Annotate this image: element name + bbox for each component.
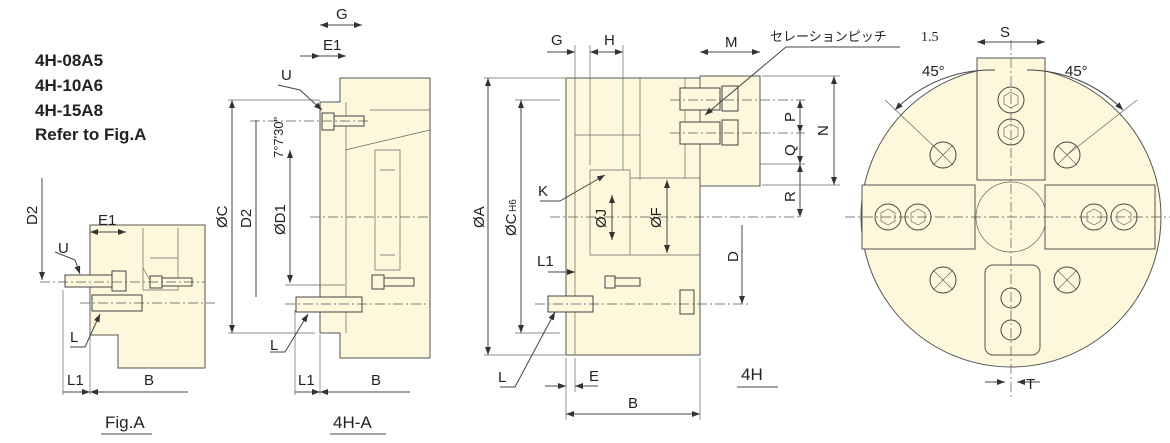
fig-4h-a-e1-label: E1 (323, 37, 341, 54)
fig-4h-bolt-head (679, 289, 695, 315)
fig-4h-g-label: G (551, 32, 563, 49)
fig-a-e1-label: E1 (98, 212, 116, 229)
fig-4h-q-label: Q (782, 144, 799, 156)
serration-pitch-value: 1.5 (921, 30, 939, 45)
fig-4h-n-label: N (815, 125, 832, 136)
jaw-bottom (984, 264, 1041, 356)
model-list: 4H-08A5 4H-10A6 4H-15A8 Refer to Fig.A (35, 51, 146, 144)
fig-4h-h-label: H (604, 32, 615, 49)
fig-4h-k-label: K (538, 183, 548, 200)
fig-4h-small-screw (614, 277, 641, 287)
fig-a-detail (142, 228, 179, 291)
fig-a-caption: Fig.A (105, 413, 145, 432)
fig-a-bolt-u (64, 274, 116, 288)
fig-4h-a-g-label: G (336, 6, 348, 23)
front-view: S 45° 45° T (845, 24, 1170, 400)
fig-4h-a-u-label: U (281, 67, 292, 84)
fig-4h-f-label: ØF (648, 207, 665, 228)
fig-a-l-label: L (70, 329, 78, 346)
refer-note: Refer to Fig.A (35, 125, 146, 144)
fig-a-bolt-head (111, 270, 127, 292)
front-angle-right-label: 45° (1065, 63, 1088, 80)
fig-4h-jaw-bolt-head-2 (721, 119, 739, 146)
fig-4h-b-label: B (628, 395, 638, 412)
model-4h-15a8: 4H-15A8 (35, 101, 103, 120)
fig-a-l1-label: L1 (67, 372, 84, 389)
fig-4h-jaw-bolt-head-1 (721, 85, 739, 112)
fig-4h-a-caption: 4H-A (333, 413, 372, 432)
fig-4h-a-dia-label: ØA (471, 206, 488, 228)
front-t-label: T (1026, 376, 1035, 393)
fig-4h-j-label: ØJ (593, 209, 610, 228)
fig-a-b-label: B (144, 372, 154, 389)
fig-4h-a-d1-label: ØD1 (272, 204, 289, 235)
fig-4h-a-d2-label: D2 (238, 209, 255, 228)
fig-4h-l-label: L (498, 369, 506, 386)
fig-4h-small-bolt (604, 275, 616, 289)
fig-4h-body (565, 77, 701, 356)
fig-4h-a: G E1 U 7°7'30" ØC D2 ØD1 L L1 B 4H-A (214, 6, 431, 435)
fig-4h-m-label: M (725, 34, 738, 51)
fig-a: D2 E1 U L L1 B Fig.A (24, 178, 215, 435)
front-s-label: S (1000, 24, 1010, 41)
fig-4h-a-detail (344, 102, 431, 333)
model-4h-08a5: 4H-08A5 (35, 51, 103, 70)
fig-4h-a-small-screw (383, 277, 415, 287)
fig-4h-a-l-label: L (270, 337, 278, 354)
fig-4h-c-label: ØC (503, 213, 520, 236)
fig-4h-r-label: R (782, 191, 799, 202)
fig-4h-d-label: D (725, 251, 742, 262)
fig-4h-c-tolerance: H6 (508, 199, 519, 212)
front-angle-left-label: 45° (922, 63, 945, 80)
fig-4h-jaw-bolt-1 (679, 87, 721, 111)
fig-4h-a-angle-label: 7°7'30" (271, 116, 286, 158)
fig-4h-p-label: P (782, 112, 799, 122)
fig-4h-a-bolt-head (321, 112, 335, 131)
fig-4h-a-b-label: B (371, 372, 381, 389)
fig-4h: G H M セレーションピッチ 1.5 ØA ØC H6 K ØJ ØF L1 … (471, 30, 939, 420)
fig-a-u-label: U (58, 240, 69, 257)
fig-4h-a-l1-label: L1 (298, 372, 315, 389)
fig-4h-l1-label: L1 (537, 253, 554, 270)
model-4h-10a6: 4H-10A6 (35, 76, 103, 95)
serration-pitch-label: セレーションピッチ (770, 30, 887, 45)
fig-4h-a-bolt-l (295, 296, 363, 313)
fig-4h-caption: 4H (741, 365, 763, 384)
fig-4h-a-small-bolt (371, 274, 385, 290)
fig-4h-e-label: E (589, 368, 599, 385)
fig-a-d2-label: D2 (24, 206, 41, 225)
fig-4h-a-c-label: ØC (214, 205, 231, 228)
